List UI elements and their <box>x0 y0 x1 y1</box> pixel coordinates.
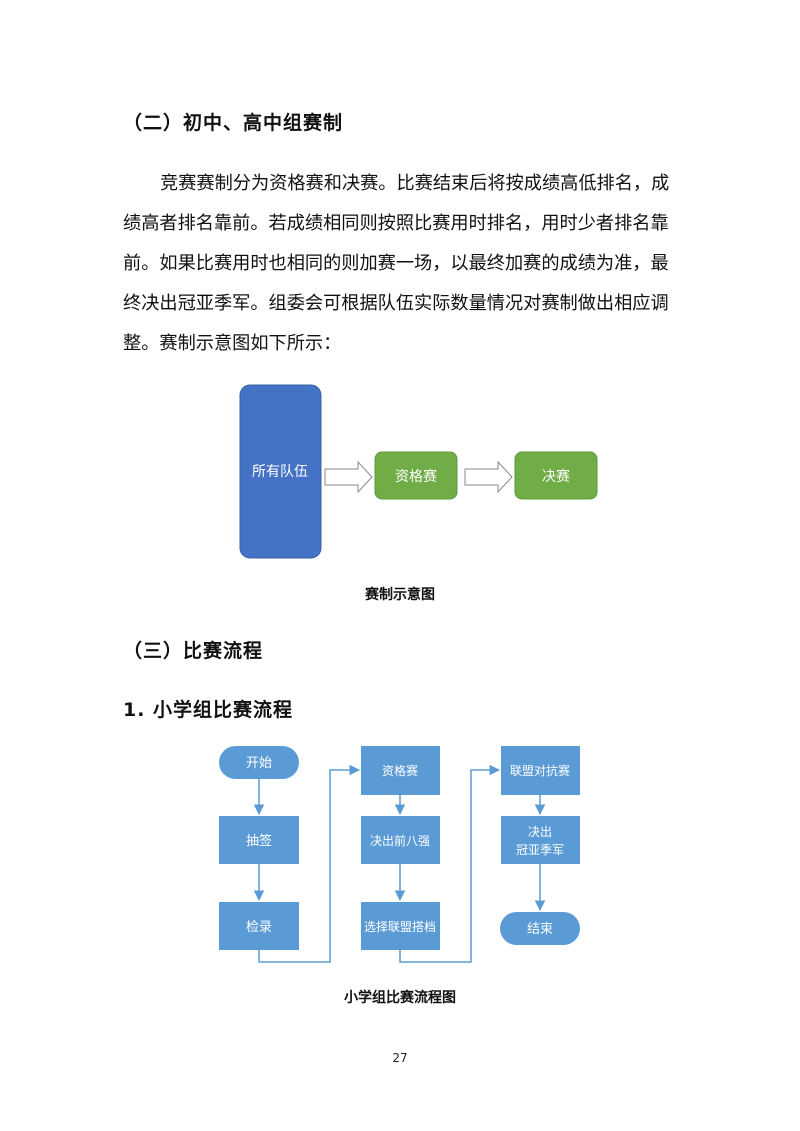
qualifier-flow-label: 资格赛 <box>382 763 418 778</box>
check-in-node <box>219 902 299 950</box>
paragraph-line: 终决出冠亚季军。组委会可根据队伍实际数量情况对赛制做出相应调 <box>123 293 669 314</box>
end-node <box>500 912 580 945</box>
paragraph-line: 绩高者排名靠前。若成绩相同则按照比赛用时排名，用时少者排名靠 <box>123 213 669 234</box>
paragraph-line: 前。如果比赛用时也相同的则加赛一场，以最终加赛的成绩为准，最 <box>123 253 669 274</box>
flow-connector <box>258 764 361 963</box>
section-heading-format: （二）初中、高中组赛制 <box>123 112 344 134</box>
alliance-match-node <box>501 746 580 795</box>
flowchart-caption: 小学组比赛流程图 <box>344 990 456 1006</box>
start-label: 开始 <box>246 756 272 771</box>
format-diagram-caption: 赛制示意图 <box>365 587 435 603</box>
format-paragraph: 竞赛赛制分为资格赛和决赛。比赛结束后将按成绩高低排名，成 绩高者排名靠前。若成绩… <box>123 164 683 364</box>
final-box <box>514 451 598 500</box>
check-in-label: 检录 <box>246 920 272 935</box>
final-label: 决赛 <box>542 469 570 485</box>
hollow-arrow-icon <box>324 460 373 494</box>
qualifier-label: 资格赛 <box>395 469 437 485</box>
champions-label-line2: 冠亚季军 <box>516 843 564 857</box>
hollow-arrow-icon <box>464 460 513 494</box>
draw-label: 抽签 <box>246 833 272 849</box>
draw-node <box>219 816 299 864</box>
subsection-heading-primary: 1. 小学组比赛流程 <box>123 699 294 721</box>
champions-label-line1: 决出 <box>528 825 552 839</box>
section-heading-process: （三）比赛流程 <box>123 640 264 662</box>
start-node <box>219 746 299 779</box>
paragraph-line: 整。赛制示意图如下所示： <box>123 333 342 354</box>
choose-partner-node <box>361 902 440 950</box>
top8-node <box>361 816 440 864</box>
paragraph-line: 竞赛赛制分为资格赛和决赛。比赛结束后将按成绩高低排名，成 <box>160 173 670 194</box>
qualifier-node <box>361 746 440 795</box>
qualifier-box <box>374 451 458 500</box>
top8-label: 决出前八强 <box>370 833 430 848</box>
flow-connector <box>399 764 501 963</box>
alliance-match-label: 联盟对抗赛 <box>510 763 570 778</box>
end-label: 结束 <box>527 922 553 937</box>
all-teams-box <box>239 384 322 559</box>
page-number: 27 <box>392 1051 408 1065</box>
choose-partner-label: 选择联盟搭档 <box>364 920 436 934</box>
all-teams-label: 所有队伍 <box>252 464 308 480</box>
champions-node <box>501 816 580 864</box>
